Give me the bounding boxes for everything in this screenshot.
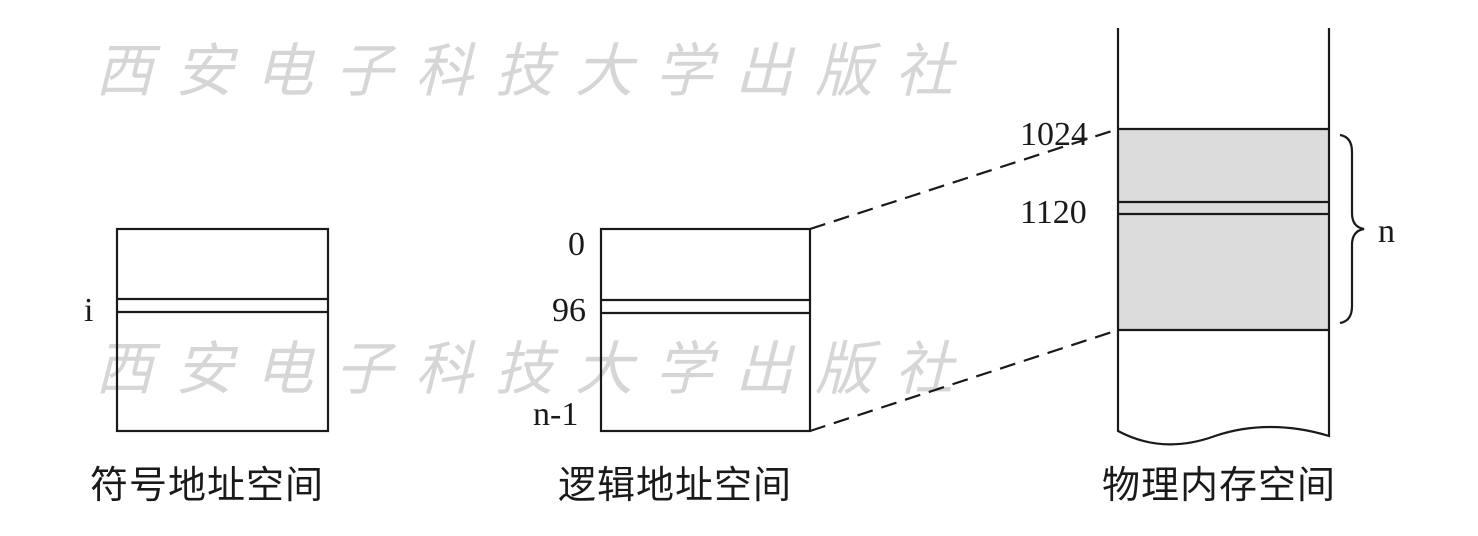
mapping-dashed-lines (809, 127, 1119, 433)
symbolic-entry-label: i (84, 292, 94, 329)
symbolic-space-box (115, 227, 330, 433)
mapping-line-bottom (809, 328, 1119, 433)
mapping-line-top (809, 127, 1119, 231)
logical-space-caption: 逻辑地址空间 (558, 463, 793, 507)
logical-entry-label: 96 (552, 292, 586, 329)
physical-allocated-region (1118, 129, 1329, 330)
logical-end-label: n-1 (533, 396, 579, 433)
symbolic-space-caption: 符号地址空间 (90, 463, 325, 507)
watermark-top: 西安电子科技大学出版社 (95, 37, 976, 105)
physical-size-label: n (1378, 213, 1395, 250)
physical-start-label: 1024 (1020, 116, 1088, 153)
physical-memory-column (1116, 28, 1331, 446)
logical-space-box (599, 227, 812, 433)
size-brace (1339, 133, 1365, 325)
physical-space-caption: 物理内存空间 (1102, 463, 1337, 507)
physical-entry-label: 1120 (1020, 194, 1087, 231)
logical-start-label: 0 (568, 226, 585, 263)
